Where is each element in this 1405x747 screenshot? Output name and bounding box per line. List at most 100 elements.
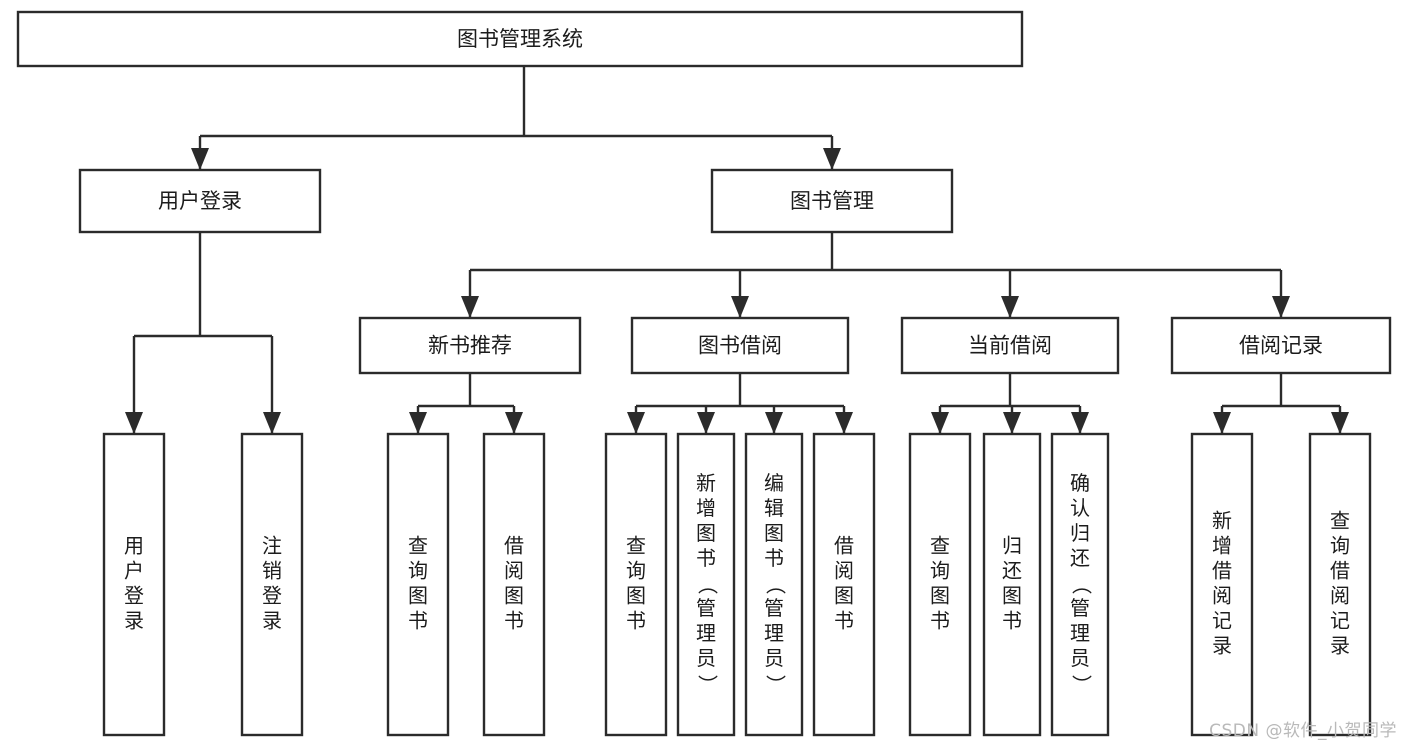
svg-text:询: 询 — [1330, 534, 1350, 558]
node-leaf-query-borrow-record-box[interactable] — [1308, 432, 1372, 737]
arrow-head-leaf-3-1 — [1003, 412, 1021, 434]
arrow-head-leaf-0-1 — [263, 412, 281, 434]
svg-text:书: 书 — [930, 609, 950, 633]
svg-text:书: 书 — [626, 609, 646, 633]
arrow-head-leaf-2-3 — [835, 412, 853, 434]
node-leaf-edit-book-box[interactable] — [744, 432, 804, 737]
svg-text:阅: 阅 — [1330, 584, 1350, 608]
node-user-login-box[interactable] — [78, 168, 322, 234]
svg-text:（: （ — [1070, 575, 1094, 595]
svg-text:询: 询 — [408, 559, 428, 583]
node-book-manage[interactable]: 图书管理 — [710, 168, 954, 234]
arrow-head-level3-1 — [731, 296, 749, 318]
node-book-borrow-box[interactable] — [630, 316, 850, 375]
svg-text:编: 编 — [764, 471, 784, 495]
node-leaf-borrow-book-2-box[interactable] — [812, 432, 876, 737]
node-book-manage-label: 图书管理 — [790, 189, 874, 213]
svg-text:查: 查 — [408, 534, 428, 558]
node-user-login-label: 用户登录 — [158, 189, 242, 213]
svg-text:借: 借 — [1212, 559, 1232, 583]
node-leaf-query-book-3-box[interactable] — [908, 432, 972, 737]
node-new-book-recommend[interactable]: 新书推荐 — [358, 316, 582, 375]
svg-text:新: 新 — [696, 471, 716, 495]
arrow-head-level3-0 — [461, 296, 479, 318]
arrow-head-leaf-2-1 — [697, 412, 715, 434]
node-leaf-confirm-return-box[interactable] — [1050, 432, 1110, 737]
svg-text:理: 理 — [696, 621, 716, 645]
svg-text:辑: 辑 — [764, 496, 784, 520]
svg-text:书: 书 — [504, 609, 524, 633]
svg-text:查: 查 — [1330, 509, 1350, 533]
svg-text:）: ） — [1070, 675, 1094, 695]
node-leaf-query-book-1-box[interactable] — [386, 432, 450, 737]
svg-text:管: 管 — [696, 596, 716, 620]
svg-text:理: 理 — [764, 621, 784, 645]
arrow-head-level3-2 — [1001, 296, 1019, 318]
svg-text:增: 增 — [1212, 534, 1232, 558]
node-borrow-record-box[interactable] — [1170, 316, 1392, 375]
svg-text:还: 还 — [1002, 559, 1022, 583]
node-leaf-user-login[interactable]: 用户登录 — [102, 432, 166, 737]
svg-text:员: 员 — [764, 646, 784, 670]
svg-text:书: 书 — [834, 609, 854, 633]
svg-text:书: 书 — [408, 609, 428, 633]
node-leaf-user-login-box[interactable] — [102, 432, 166, 737]
node-book-borrow-label: 图书借阅 — [698, 334, 782, 358]
svg-text:查: 查 — [930, 534, 950, 558]
arrow-head-leaf-3-2 — [1071, 412, 1089, 434]
svg-text:管: 管 — [764, 596, 784, 620]
svg-text:）: ） — [764, 675, 788, 695]
svg-text:图: 图 — [764, 521, 784, 545]
node-new-book-recommend-box[interactable] — [358, 316, 582, 375]
svg-text:图: 图 — [408, 584, 428, 608]
node-user-login[interactable]: 用户登录 — [78, 168, 322, 234]
node-book-manage-box[interactable] — [710, 168, 954, 234]
node-root-box[interactable] — [16, 10, 1024, 68]
arrow-head-leaf-2-2 — [765, 412, 783, 434]
svg-text:阅: 阅 — [834, 559, 854, 583]
svg-text:登: 登 — [262, 584, 282, 608]
node-root[interactable]: 图书管理系统 — [16, 10, 1024, 68]
node-new-book-recommend-label: 新书推荐 — [428, 334, 512, 358]
node-leaf-add-book-box[interactable] — [676, 432, 736, 737]
svg-text:录: 录 — [1330, 634, 1350, 658]
node-leaf-query-book-2-box[interactable] — [604, 432, 668, 737]
svg-text:）: ） — [696, 675, 720, 695]
svg-text:书: 书 — [764, 546, 784, 570]
svg-text:书: 书 — [1002, 609, 1022, 633]
svg-text:注: 注 — [262, 534, 282, 558]
svg-text:还: 还 — [1070, 546, 1090, 570]
svg-text:阅: 阅 — [504, 559, 524, 583]
node-borrow-record[interactable]: 借阅记录 — [1170, 316, 1392, 375]
svg-text:询: 询 — [626, 559, 646, 583]
arrow-head-leaf-2-0 — [627, 412, 645, 434]
node-current-borrow-box[interactable] — [900, 316, 1120, 375]
arrow-head-leaf-1-0 — [409, 412, 427, 434]
node-leaf-return-book-box[interactable] — [982, 432, 1042, 737]
node-current-borrow[interactable]: 当前借阅 — [900, 316, 1120, 375]
node-leaf-add-borrow-record-box[interactable] — [1190, 432, 1254, 737]
node-leaf-borrow-book-1-box[interactable] — [482, 432, 546, 737]
node-leaf-user-logout-box[interactable] — [240, 432, 304, 737]
arrow-head-leaf-4-1 — [1331, 412, 1349, 434]
arrow-head-level2-1 — [823, 148, 841, 170]
node-book-borrow[interactable]: 图书借阅 — [630, 316, 850, 375]
